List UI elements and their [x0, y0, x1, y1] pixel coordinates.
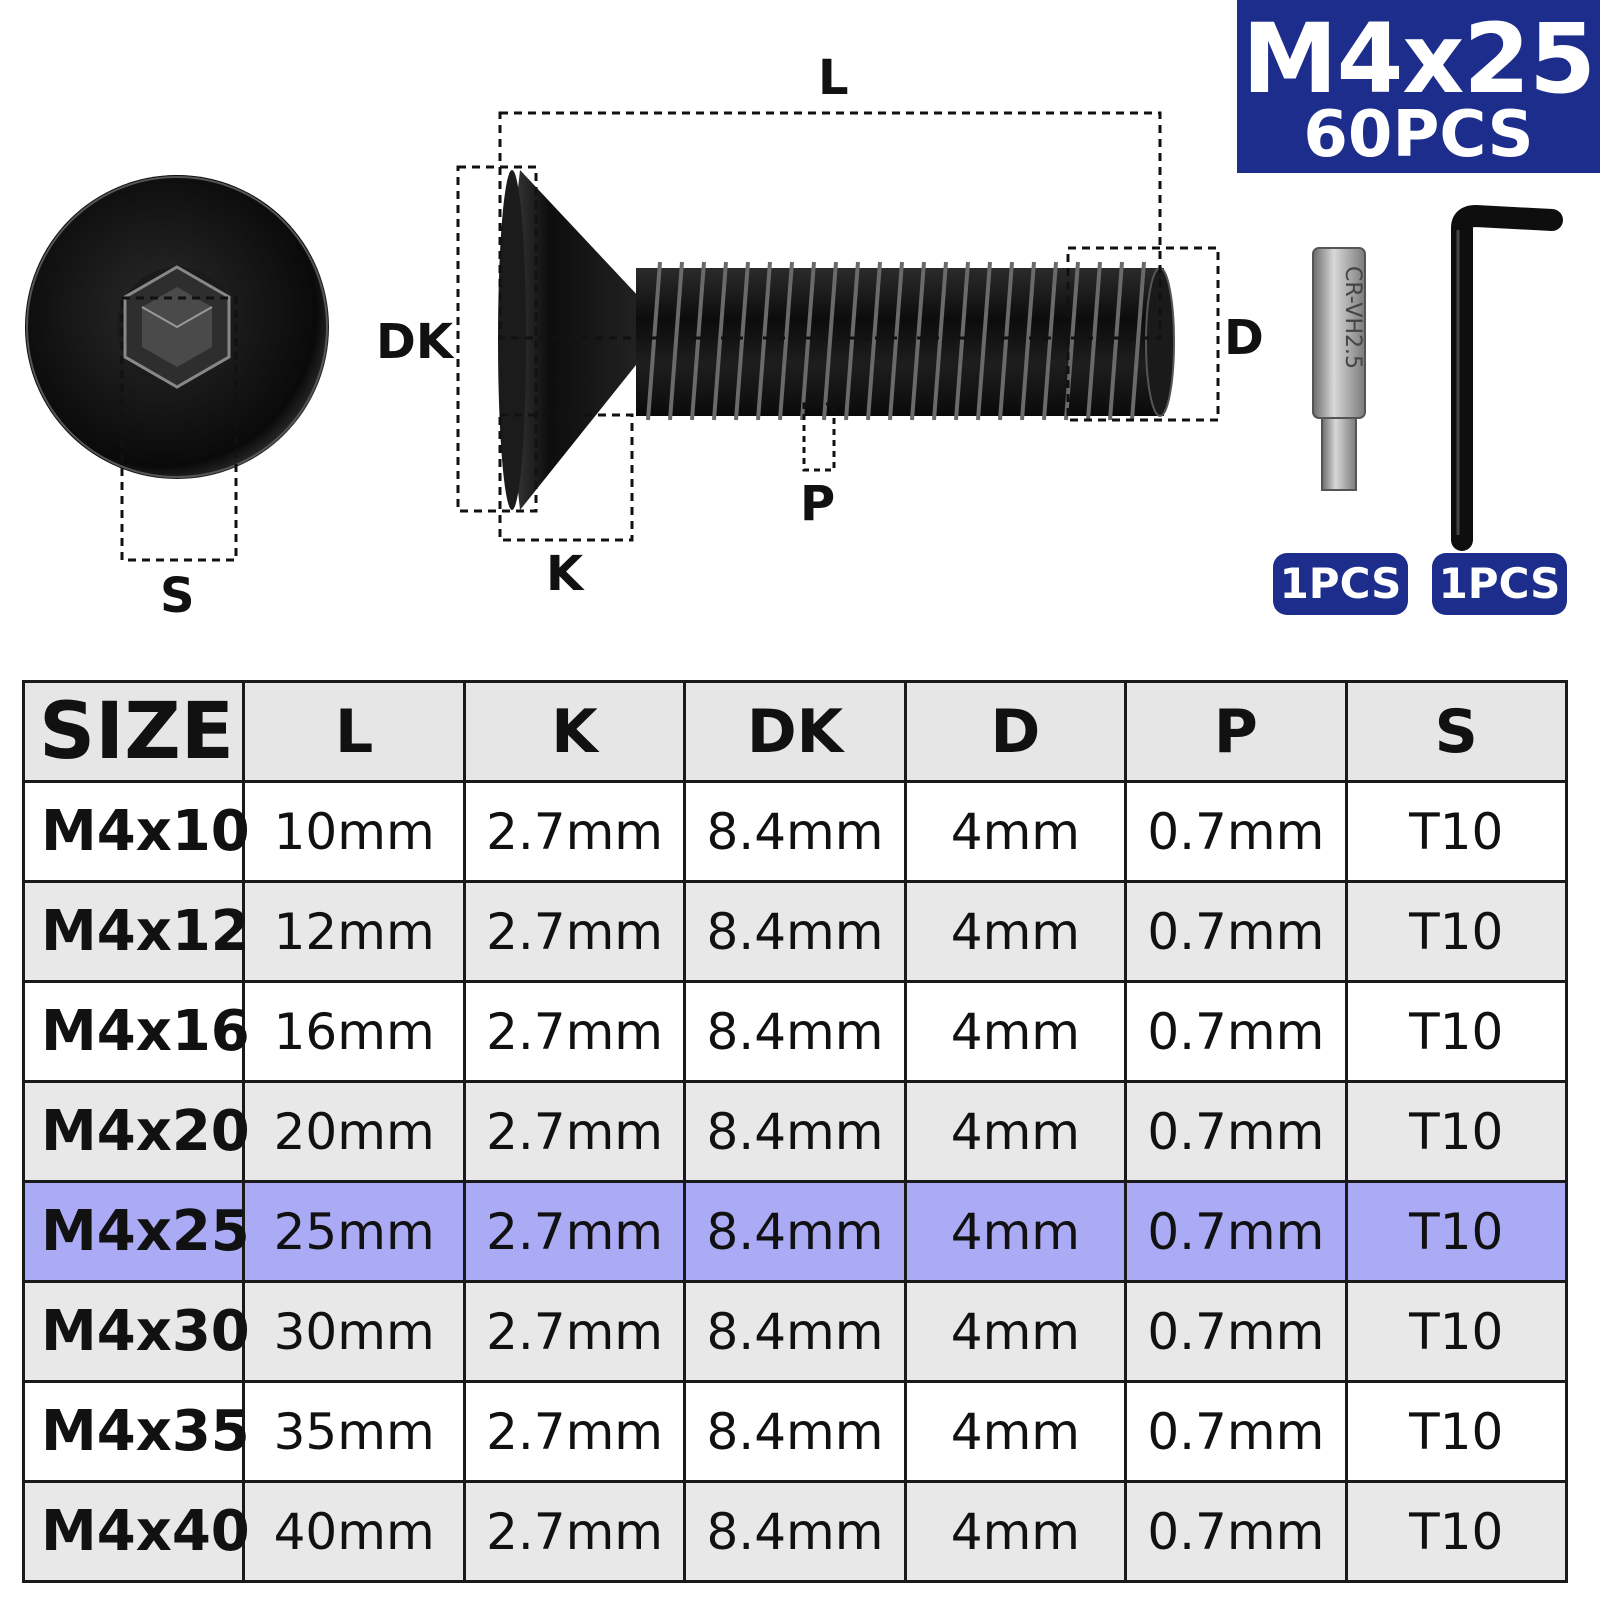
dim-label-d: D — [1224, 310, 1264, 366]
badge-quantity: 60PCS — [1303, 98, 1534, 172]
header-p: P — [1124, 680, 1348, 783]
value-cell: 2.7mm — [462, 880, 687, 983]
size-cell: M4x16 — [21, 980, 250, 1083]
product-badge: M4x25 60PCS — [1237, 0, 1600, 173]
value-cell: 4mm — [903, 1280, 1128, 1383]
value-cell: 0.7mm — [1124, 880, 1348, 983]
size-cell: M4x20 — [21, 1080, 250, 1183]
value-cell: 0.7mm — [1124, 1280, 1348, 1383]
bit-engraving: CR-VH2.5 — [1340, 266, 1365, 369]
hex-bit-image: CR-VH2.5 — [1312, 247, 1366, 491]
screw-diagram: CR-VH2.5 — [25, 111, 1563, 562]
value-cell: 2.7mm — [462, 1180, 687, 1283]
value-cell: 30mm — [242, 1280, 466, 1383]
value-cell: 4mm — [903, 780, 1128, 883]
value-cell: 8.4mm — [683, 1180, 907, 1283]
value-cell: 2.7mm — [462, 1480, 687, 1583]
value-cell: T10 — [1344, 1180, 1569, 1283]
value-cell: 8.4mm — [683, 1080, 907, 1183]
value-cell: T10 — [1344, 1280, 1569, 1383]
header-l: L — [242, 680, 466, 783]
size-cell: M4x35 — [21, 1380, 250, 1483]
value-cell: T10 — [1344, 1380, 1569, 1483]
allen-key-image — [1451, 204, 1563, 551]
value-cell: T10 — [1344, 1480, 1569, 1583]
value-cell: 0.7mm — [1124, 1080, 1348, 1183]
value-cell: 0.7mm — [1124, 980, 1348, 1083]
value-cell: 8.4mm — [683, 1480, 907, 1583]
value-cell: 12mm — [242, 880, 466, 983]
dim-label-p: P — [800, 476, 836, 532]
value-cell: 4mm — [903, 1480, 1128, 1583]
value-cell: 8.4mm — [683, 780, 907, 883]
value-cell: 4mm — [903, 1380, 1128, 1483]
header-dk: DK — [683, 680, 907, 783]
value-cell: 8.4mm — [683, 980, 907, 1083]
header-size: SIZE — [21, 680, 246, 783]
value-cell: 10mm — [242, 780, 466, 883]
size-cell: M4x10 — [21, 780, 250, 883]
size-cell: M4x25 — [21, 1180, 250, 1283]
dim-label-dk: DK — [376, 314, 454, 370]
value-cell: 0.7mm — [1124, 1480, 1348, 1583]
value-cell: 20mm — [242, 1080, 466, 1183]
screw-head-top-view — [25, 175, 329, 562]
value-cell: 8.4mm — [683, 1380, 907, 1483]
table-header-row: SIZE L K DK D P S — [21, 680, 1569, 783]
value-cell: 4mm — [903, 1180, 1128, 1283]
value-cell: 2.7mm — [462, 1080, 687, 1183]
hex-bit-quantity: 1PCS — [1273, 553, 1408, 615]
value-cell: T10 — [1344, 980, 1569, 1083]
value-cell: 2.7mm — [462, 980, 687, 1083]
value-cell: 0.7mm — [1124, 1180, 1348, 1283]
value-cell: T10 — [1344, 880, 1569, 983]
dim-label-s: S — [160, 568, 195, 624]
value-cell: 0.7mm — [1124, 1380, 1348, 1483]
value-cell: 2.7mm — [462, 1380, 687, 1483]
screw-side-view — [456, 111, 1220, 542]
value-cell: 40mm — [242, 1480, 466, 1583]
value-cell: 25mm — [242, 1180, 466, 1283]
allen-key-quantity: 1PCS — [1432, 553, 1567, 615]
value-cell: 8.4mm — [683, 880, 907, 983]
value-cell: 2.7mm — [462, 1280, 687, 1383]
dim-label-l: L — [818, 50, 849, 106]
header-d: D — [903, 680, 1128, 783]
value-cell: 4mm — [903, 980, 1128, 1083]
value-cell: 0.7mm — [1124, 780, 1348, 883]
value-cell: 4mm — [903, 1080, 1128, 1183]
value-cell: 16mm — [242, 980, 466, 1083]
value-cell: 4mm — [903, 880, 1128, 983]
value-cell: T10 — [1344, 780, 1569, 883]
value-cell: 8.4mm — [683, 1280, 907, 1383]
value-cell: T10 — [1344, 1080, 1569, 1183]
dim-label-k: K — [546, 546, 584, 602]
value-cell: 2.7mm — [462, 780, 687, 883]
header-s: S — [1344, 680, 1569, 783]
size-cell: M4x30 — [21, 1280, 250, 1383]
badge-model: M4x25 — [1242, 3, 1596, 115]
header-k: K — [462, 680, 687, 783]
size-cell: M4x40 — [21, 1480, 250, 1583]
value-cell: 35mm — [242, 1380, 466, 1483]
size-cell: M4x12 — [21, 880, 250, 983]
